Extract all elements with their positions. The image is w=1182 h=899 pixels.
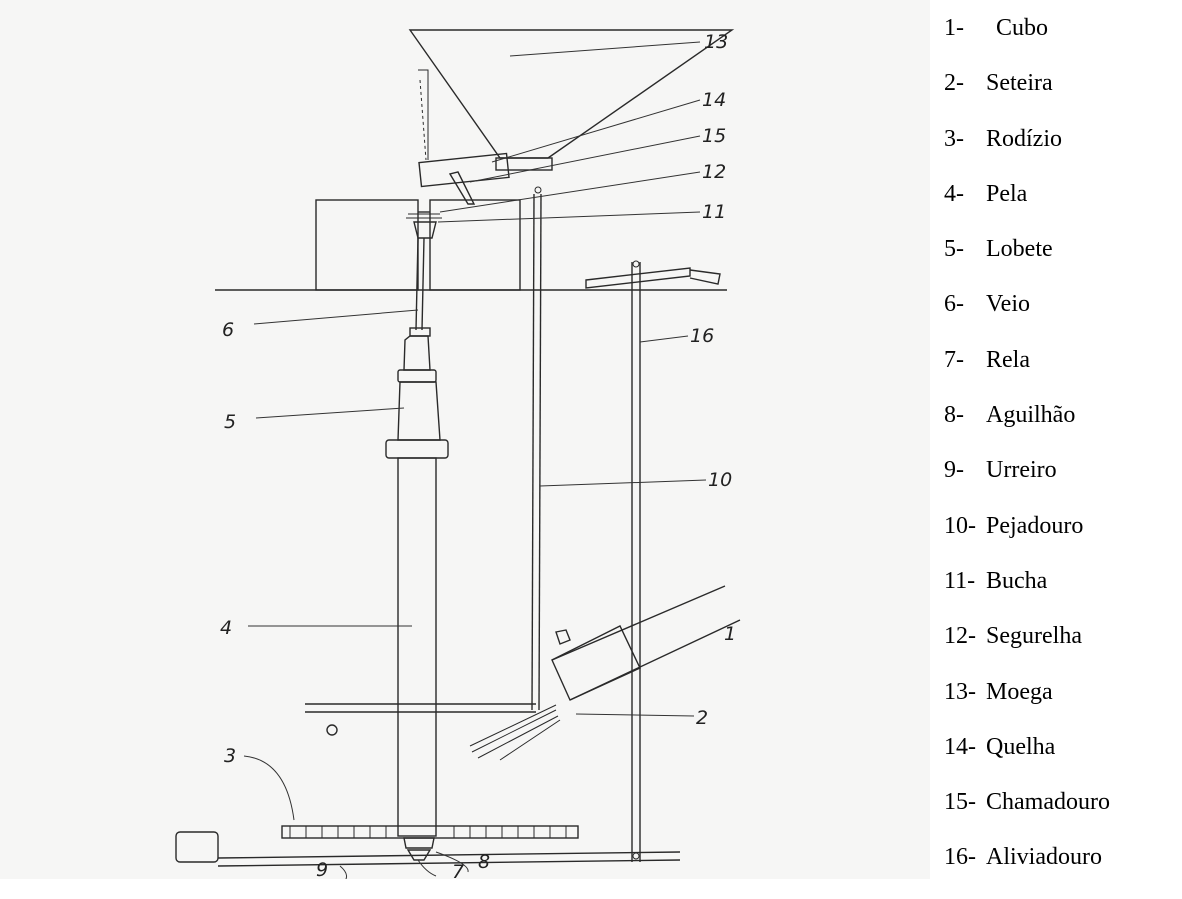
callout-10: 10 (708, 469, 732, 491)
legend-label: Urreiro (986, 457, 1057, 484)
legend-number: 14- (944, 733, 976, 760)
legend-number: 15- (944, 789, 976, 816)
callout-5: 5 (224, 411, 236, 433)
legend-label: Veio (986, 291, 1030, 318)
callout-9: 9 (316, 859, 328, 879)
legend-label: Rodízio (986, 125, 1062, 152)
legend-item: 15- Chamadouro (944, 788, 1182, 843)
legend-item: 11- Bucha (944, 567, 1182, 622)
legend-number: 10- (944, 512, 976, 539)
legend-number: 16- (944, 844, 976, 871)
callout-15: 15 (702, 125, 726, 147)
legend-label: Rela (986, 346, 1030, 373)
aliviadouro (585, 260, 721, 862)
lower-bar (305, 703, 536, 736)
legend-item: 4- Pela (944, 180, 1182, 235)
legend-item: 14- Quelha (944, 733, 1182, 788)
legend-label: Cubo (996, 15, 1049, 41)
legend-number: 3- (944, 125, 964, 152)
callout-6: 6 (222, 319, 234, 341)
legend-number: 5- (944, 236, 964, 263)
mill-drawing: 13 14 15 12 11 6 16 5 10 4 1 2 3 7 8 9 (175, 29, 741, 885)
legend-number: 1- (944, 15, 964, 41)
leader-lines (243, 41, 707, 885)
legend-label: Aguilhão (986, 402, 1076, 429)
callout-11: 11 (702, 201, 726, 223)
legend-item: 13- Moega (944, 678, 1182, 733)
rodizio-wheel (281, 825, 579, 861)
legend-number: 12- (944, 623, 976, 650)
legend-number: 9- (944, 457, 964, 484)
pejadouro-rod (531, 186, 542, 711)
legend-item: 1- Cubo (944, 14, 1182, 69)
legend-number: 8- (944, 402, 964, 429)
callout-numbers: 13 14 15 12 11 6 16 5 10 4 1 2 3 7 8 9 (220, 31, 736, 883)
legend-label: Pela (986, 180, 1028, 207)
hopper (408, 29, 735, 171)
callout-12: 12 (702, 161, 726, 183)
legend-label: Seteira (986, 70, 1053, 97)
legend-label: Bucha (986, 567, 1048, 594)
chute (418, 69, 510, 205)
legend-item: 9- Urreiro (944, 456, 1182, 511)
legend-item: 12- Segurelha (944, 622, 1182, 677)
vertical-shaft (385, 237, 449, 837)
legend-label: Moega (986, 678, 1053, 705)
urreiro-beam (175, 831, 681, 867)
legend-item: 16- Aliviadouro (944, 843, 1182, 898)
callout-16: 16 (690, 325, 714, 347)
callout-2: 2 (696, 707, 708, 729)
legend-item: 5- Lobete (944, 235, 1182, 290)
legend-label: Pejadouro (986, 512, 1084, 539)
legend-number: 7- (944, 346, 964, 373)
legend-number: 4- (944, 180, 964, 207)
legend-number: 13- (944, 678, 976, 705)
legend-number: 11- (944, 567, 976, 594)
legend-item: 2- Seteira (944, 69, 1182, 124)
legend-label: Segurelha (986, 623, 1082, 650)
legend-label: Aliviadouro (986, 844, 1102, 871)
callout-14: 14 (702, 89, 726, 111)
callout-7: 7 (452, 861, 464, 879)
legend-number: 2- (944, 70, 964, 97)
legend-item: 10- Pejadouro (944, 512, 1182, 567)
legend-item: 6- Veio (944, 290, 1182, 345)
legend-item: 3- Rodízio (944, 125, 1182, 180)
callout-1: 1 (724, 623, 736, 645)
legend-item: 7- Rela (944, 346, 1182, 401)
parts-legend: 1- Cubo 2- Seteira 3- Rodízio 4- Pela 5- Lobe… (944, 14, 1182, 899)
legend-label: Chamadouro (986, 789, 1110, 816)
callout-4: 4 (220, 617, 232, 639)
callout-8: 8 (478, 851, 490, 873)
legend-label: Lobete (986, 236, 1053, 263)
legend-number: 6- (944, 291, 964, 318)
legend-item: 8- Aguilhão (944, 401, 1182, 456)
cubo-and-seteira (469, 585, 741, 761)
callout-3: 3 (224, 745, 236, 767)
callout-13: 13 (704, 31, 728, 53)
legend-label: Quelha (986, 733, 1056, 760)
